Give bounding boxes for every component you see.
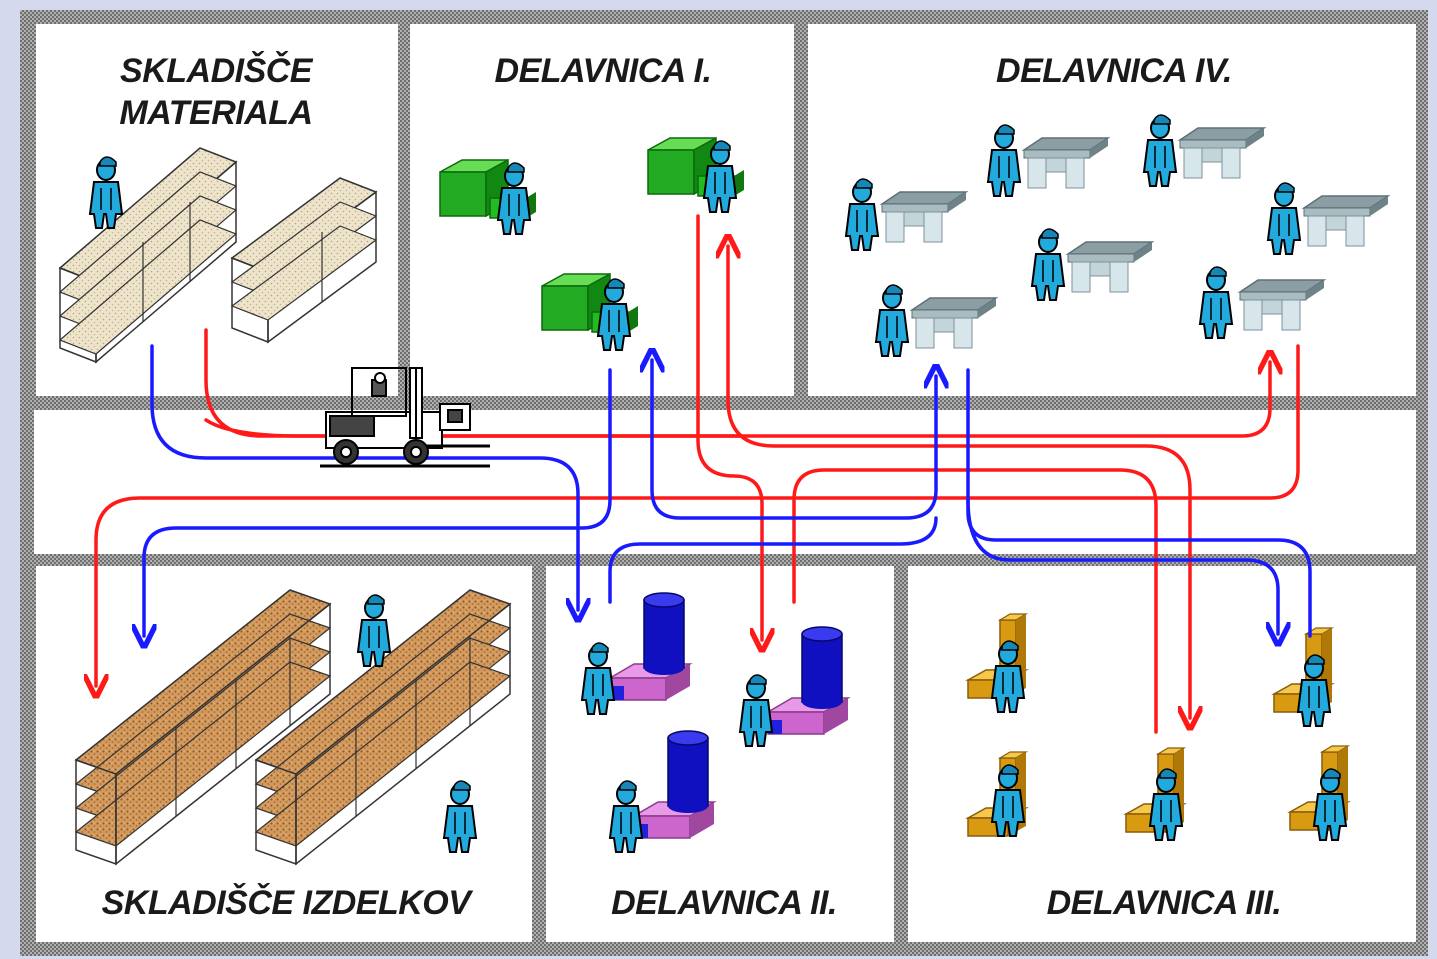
shelf-rack-icon xyxy=(58,147,238,364)
label-delavnica-3: DELAVNICA III. xyxy=(1047,884,1282,922)
label-skladisce-materiala-line2: MATERIALA xyxy=(119,94,312,132)
label-delavnica-1: DELAVNICA I. xyxy=(495,52,712,90)
shelf-rack-icon xyxy=(74,589,332,866)
label-skladisce-izdelkov: SKLADIŠČE IZDELKOV xyxy=(102,883,475,922)
forklift-icon xyxy=(320,367,490,468)
material-flow-red xyxy=(96,214,1300,734)
material-flow-blue xyxy=(144,344,1312,636)
label-skladisce-materiala-line1: SKLADIŠČE xyxy=(120,51,314,90)
shelf-rack-icon xyxy=(230,177,378,344)
label-delavnica-2: DELAVNICA II. xyxy=(611,884,837,922)
shelf-rack-icon xyxy=(254,589,512,866)
label-delavnica-4: DELAVNICA IV. xyxy=(996,52,1232,90)
